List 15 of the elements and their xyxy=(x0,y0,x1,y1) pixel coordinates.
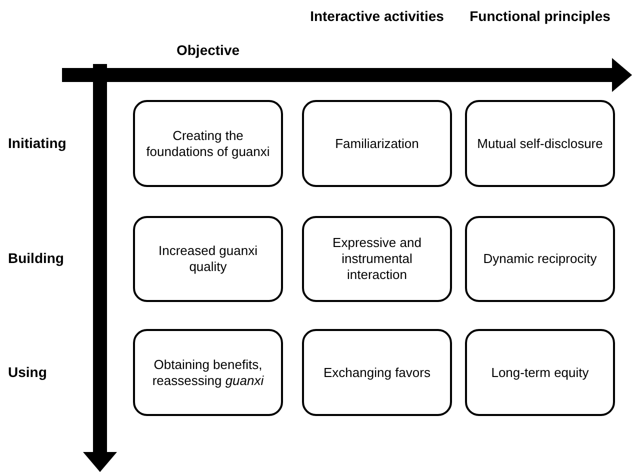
column-header: Functional principles xyxy=(468,8,612,25)
stage-box: Creating the foundations of guanxi xyxy=(133,100,283,187)
row-header: Using xyxy=(8,364,47,380)
column-header: Interactive activities xyxy=(309,8,445,25)
row-header: Initiating xyxy=(8,134,66,150)
stage-box: Long-term equity xyxy=(465,329,615,416)
stage-box: Exchanging favors xyxy=(302,329,452,416)
stage-box: Dynamic reciprocity xyxy=(465,216,615,302)
stage-box: Mutual self-disclosure xyxy=(465,100,615,187)
stage-box: Familiarization xyxy=(302,100,452,187)
stage-box: Increased guanxi quality xyxy=(133,216,283,302)
stage-box: Obtaining benefits, reassessing guanxi xyxy=(133,329,283,416)
row-header: Building xyxy=(8,250,64,266)
column-header: Objective xyxy=(175,42,241,59)
stage-box: Expressive and instrumental interaction xyxy=(302,216,452,302)
